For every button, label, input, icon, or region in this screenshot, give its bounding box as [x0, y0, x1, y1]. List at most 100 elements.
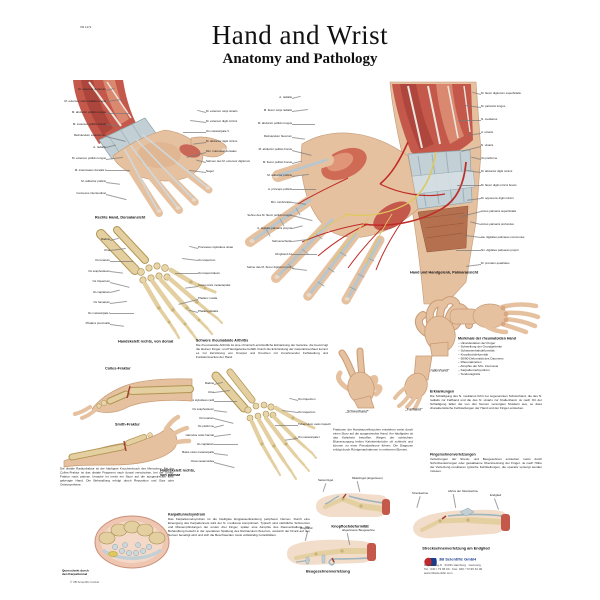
callout-label: Tuberculum ossis trapezii [298, 423, 331, 427]
product-code: VR 1171 [80, 26, 92, 29]
list-item: – Ulnardeviation der Finger [458, 341, 496, 345]
callout-label: Nn. digitales palmares proprii [481, 248, 519, 252]
list-item: – Tendovaginitis [458, 372, 481, 376]
figure-benediction-hand [335, 347, 383, 409]
text-karpaltunnel-heading: Karpaltunnelsyndrom [168, 512, 206, 517]
caption-skeleton-dorsal: Handskelett rechts, von dorsal [118, 339, 174, 344]
callout-line [175, 273, 198, 275]
callout-label: Aa. digitales palmares communes [481, 235, 525, 239]
caption-boutonniere: Knopflochdeformität [331, 524, 369, 529]
text-handwurzel: Frakturen der Handwurzelknochen entstehe… [333, 428, 413, 476]
callout-line [106, 170, 130, 172]
callout-label: Processus styloideus ulnae [198, 246, 234, 249]
figure-mallet-finger [413, 507, 510, 539]
text-nerven: Erkrankungen Die Schädigung des N. media… [430, 389, 542, 432]
callout-label: Processus styloideus radii [180, 399, 214, 403]
callout-label: Os trapezoideum [198, 271, 221, 275]
publisher-name: 3B Scientific GmbH [439, 557, 477, 562]
page-title: Hand and Wrist [211, 20, 389, 50]
text-rheuma-body: Die rheumatoide Arthritis ist eine chron… [196, 343, 328, 359]
publisher-logo-icon [424, 557, 437, 567]
finger3-label-2: Endglied [490, 494, 502, 497]
callout-label: A. radialis [279, 96, 292, 99]
callouts-dorsal-right: M. extensor carpi ulnaris M. extensor dig… [183, 109, 254, 178]
callout-label: M. flexor digiti minimi brevis [481, 183, 517, 187]
text-karpaltunnel-body: Das Karpaltunnelsyndrom ist die häufigst… [168, 517, 310, 537]
callout-label: Os pisiforme [197, 425, 214, 429]
callout-line [456, 250, 481, 252]
copyright: © 3B Scientific GmbH [70, 581, 100, 584]
finger1-label-1: Mittelzügel (abgerissen) [352, 477, 383, 480]
callout-label: Sehne des M. flexor digitorum prof. [246, 266, 292, 269]
callout-line [106, 112, 129, 114]
callout-line [292, 254, 317, 256]
palm [272, 132, 419, 238]
callout-line [110, 260, 133, 262]
callout-label: Sehnenscheide [272, 239, 292, 243]
callout-label: Os trapezium [198, 258, 216, 262]
page-subtitle: Anatomy and Pathology [222, 51, 378, 67]
publisher-address: Rudorffweg 8 · 21031 Hamburg · Germany T… [424, 564, 544, 587]
callout-line [457, 185, 481, 187]
fingers [245, 195, 385, 305]
callout-label: M. extensor carpi radialis longus [64, 99, 106, 103]
text-sehnen-heading: Fingersehnenverletzungen [430, 452, 476, 457]
callout-label: Retinaculum flexorum [263, 135, 292, 139]
callout-label: M. extensor carpi ulnaris [206, 110, 238, 113]
callout-line [183, 131, 206, 133]
callout-label: A. princeps pollicis [267, 187, 292, 191]
callout-label: Nagel [206, 170, 214, 173]
callout-label: N. ulnaris [481, 144, 494, 148]
callout-label: Mm. lumbricales [270, 200, 292, 204]
callout-label: A. ulnaris [481, 131, 494, 135]
callout-label: Connexus intertendinei [76, 192, 106, 195]
list-item: – Karpaltunnelsyndrom [458, 368, 490, 372]
figure-carpal-tunnel-section [94, 515, 170, 569]
callout-label: N. medianus [481, 118, 498, 122]
callout-label: Radius [204, 382, 214, 385]
callout-label: Os scaphoideum [192, 408, 214, 411]
address-line: Tel.: 040 / 73 96 60 · Fax: 040 / 73 96 … [424, 567, 483, 571]
callout-label: Os metacarpale I [298, 436, 321, 439]
callout-label: Os triquetrum [92, 280, 110, 283]
callout-label: Os scaphoideum [88, 269, 110, 273]
callout-label: M. opponens digiti minimi [481, 196, 514, 200]
address-line: Rudorffweg 8 · 21031 Hamburg · Germany [424, 564, 481, 567]
callout-label: Retinaculum extensorum [73, 134, 106, 138]
callout-label: Sehne des M. flexor pollicis longus [247, 213, 292, 217]
callout-label: M. flexor carpi radialis [263, 109, 292, 113]
callout-label: M. extensor digiti minimi [206, 120, 238, 123]
text-rheuma: Schwere rheumatoide Arthritis Die rheuma… [196, 338, 328, 381]
caption-carpal-tunnel: Querschnitt durch den Karpaltunnel [62, 569, 89, 576]
callout-label: Hamulus ossis hamati [185, 434, 214, 437]
finger2-label-1: abgerissene Beugesehne [342, 529, 375, 532]
callout-label: Os hamatum [93, 301, 110, 304]
callout-label: M. pronator quadratus [481, 262, 510, 265]
list-item: – Schwellung der Grundgelenke [458, 345, 503, 349]
callout-label: Phalanx proximalis [85, 322, 110, 325]
callout-label: A. digitalis palmaris propria [257, 226, 292, 230]
callout-label: Sehnen des M. extensor digitorum [206, 160, 251, 163]
callout-label: Os metacarpale I [87, 311, 110, 315]
text-handwurzel-body: Frakturen der Handwurzelknochen entstehe… [333, 428, 413, 452]
label-smith: Smith-Fraktur [115, 422, 140, 427]
callout-line [214, 400, 237, 402]
list-item: – Schwanenhalsdeformität [458, 349, 495, 353]
callout-label: Os trapezium [298, 410, 316, 414]
list-item: – 90/90-Deformität des Daumens [458, 356, 504, 361]
text-karpaltunnel: Karpaltunnelsyndrom Das Karpaltunnelsynd… [168, 512, 310, 563]
callout-label: M. abductor pollicis brevis [258, 148, 292, 152]
callout-label: M. abductor pollicis longus [71, 111, 106, 115]
callout-label: M. abductor digiti minimi [481, 170, 513, 174]
bones [96, 226, 224, 342]
figure-smith-fracture [63, 414, 192, 468]
text-nerven-heading: Erkrankungen [430, 389, 455, 394]
callout-label: M. flexor digitorum superficialis [481, 92, 521, 95]
pronator-quadratus [417, 205, 469, 253]
label-colles: Colles-Fraktur [105, 366, 131, 371]
caption-claw-hand: „Krallenhand“ [426, 368, 450, 373]
